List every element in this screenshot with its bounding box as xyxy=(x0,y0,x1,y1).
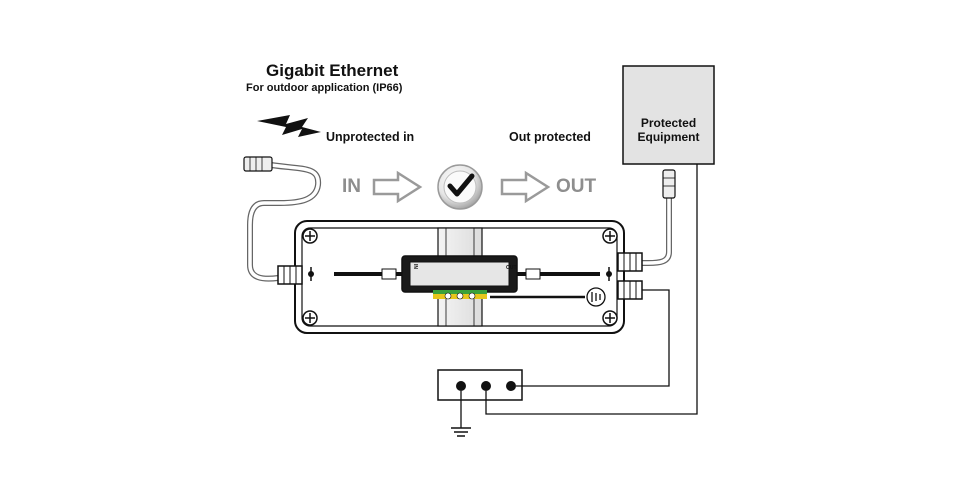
equipment-label-line2: Equipment xyxy=(637,130,700,144)
lightning-bolt-icon xyxy=(257,115,321,137)
equipment-label-line1: Protected xyxy=(640,116,697,130)
cable-gland-right-bottom xyxy=(617,280,643,300)
in-label: IN xyxy=(342,176,361,197)
internal-cables xyxy=(334,268,600,299)
input-cable xyxy=(243,156,322,282)
output-cable xyxy=(628,169,676,266)
ground-terminal xyxy=(506,381,516,391)
chassis-ground-icon xyxy=(586,287,606,307)
out-protected-label: Out protected xyxy=(509,130,591,144)
cable-gland-left xyxy=(277,265,303,285)
checkmark-icon xyxy=(437,164,483,210)
in-arrow-icon xyxy=(372,170,423,204)
protected-equipment-label: Protected Equipment xyxy=(623,116,714,144)
module-out-label: OUT xyxy=(506,265,517,271)
module-in-label: IN xyxy=(412,264,418,269)
ground-wires xyxy=(460,164,698,428)
rj45-plug-output xyxy=(662,169,676,199)
ground-terminal xyxy=(481,381,491,391)
connector-mark-right xyxy=(606,267,612,281)
connector-mark-left xyxy=(308,267,314,281)
unprotected-in-label: Unprotected in xyxy=(326,130,415,144)
screw xyxy=(302,228,318,244)
screw xyxy=(302,310,318,326)
screw xyxy=(602,228,618,244)
protected-equipment-box xyxy=(622,65,715,165)
ground-terminal xyxy=(456,381,466,391)
cable-gland-right-top xyxy=(617,252,643,272)
earth-ground-icon xyxy=(451,427,471,437)
screw xyxy=(602,310,618,326)
subtitle: For outdoor application (IP66) xyxy=(246,82,403,94)
title: Gigabit Ethernet xyxy=(266,61,399,80)
out-label: OUT xyxy=(556,176,597,197)
protector-module xyxy=(401,255,518,300)
ground-terminal-box xyxy=(437,369,523,401)
out-arrow-icon xyxy=(500,170,551,204)
rj45-plug-input xyxy=(243,156,273,172)
